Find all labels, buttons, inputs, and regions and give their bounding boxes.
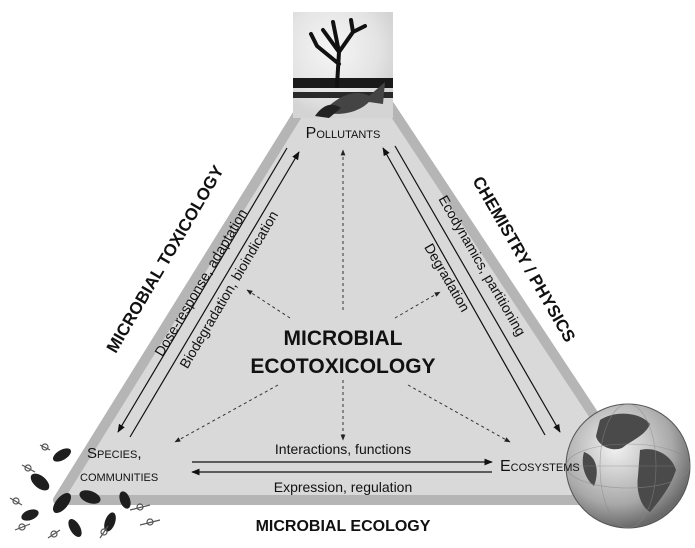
dead-tree-and-fish-icon <box>293 12 393 118</box>
left-arrow-down <box>117 147 288 433</box>
right-arrow-up <box>382 147 546 436</box>
ecosystems-label: Ecosystems <box>500 458 580 475</box>
pollutants-label: Pollutants <box>306 125 381 142</box>
edge-label-interactions: Interactions, functions <box>275 441 411 457</box>
right-arrow-down <box>394 145 561 433</box>
globe-icon <box>565 403 691 529</box>
triangle-background <box>53 33 655 505</box>
dashed-arrow-upper-right <box>394 291 441 319</box>
dashed-arrow-lower-right <box>407 384 511 443</box>
dashed-arrow-upper-left <box>246 289 291 319</box>
left-arrow-up <box>129 151 300 438</box>
dashed-arrow-lower-left <box>174 384 279 443</box>
species-label-line1: Species, <box>87 445 142 462</box>
side-title-bottom: MICROBIAL ECOLOGY <box>256 518 431 535</box>
center-dashed-arrows <box>174 149 511 443</box>
microorganism-cluster-icon <box>9 443 161 539</box>
center-title-line2: ECOTOXICOLOGY <box>250 355 435 378</box>
species-label-line2: communities <box>80 468 158 485</box>
edge-label-expression: Expression, regulation <box>274 479 413 495</box>
center-title-line1: MICROBIAL <box>284 327 403 350</box>
